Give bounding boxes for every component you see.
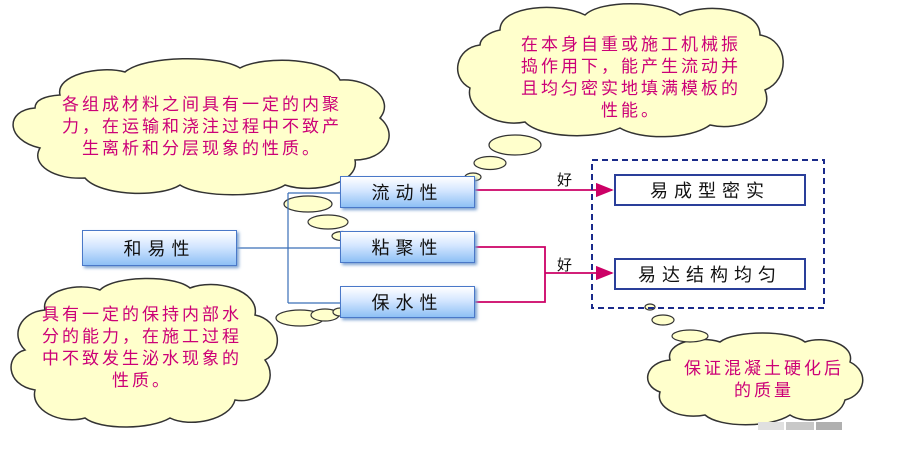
cloud-bottom-right-bubbles: [644, 303, 709, 343]
cloud-bottom-left-text: 具有一定的保持内部水分的能力，在施工过程中不致发生泌水现象的性质。: [42, 305, 242, 391]
node-liudongxing: 流动性: [340, 176, 475, 208]
cloud-bottom-right: [646, 332, 864, 426]
edge-label-good-bottom: 好: [557, 256, 573, 274]
cloud-top-right-text: 在本身自重或施工机械振捣作用下，能产生流动并且均匀密实地填满模板的性能。: [521, 35, 741, 121]
cloud-bottom-left: [10, 277, 279, 428]
connector-lines: [237, 192, 340, 304]
cloud-top-right-bubbles: [464, 134, 542, 182]
arrow-lines: [475, 182, 614, 303]
node-yida: 易达结构均匀: [614, 258, 806, 290]
cloud-bottom-right-text: 保证混凝土硬化后的质量: [684, 359, 844, 401]
node-heyixing: 和易性: [82, 230, 237, 266]
watermark-block: [758, 422, 784, 430]
watermark-block: [786, 422, 814, 430]
edge-label-good-top: 好: [557, 171, 573, 189]
node-baoshuixing: 保水性: [340, 286, 475, 318]
watermark-block: [816, 422, 842, 430]
cloud-top-right: [456, 3, 784, 138]
cloud-bottom-left-bubbles: [275, 307, 348, 327]
node-yichengxing: 易成型密实: [614, 174, 806, 206]
outcome-dashed-frame: [591, 159, 825, 309]
cloud-top-left-text: 各组成材料之间具有一定的内聚力，在运输和浇注过程中不致产生离析和分层现象的性质。: [62, 95, 342, 159]
node-nianjuxing: 粘聚性: [340, 231, 475, 263]
